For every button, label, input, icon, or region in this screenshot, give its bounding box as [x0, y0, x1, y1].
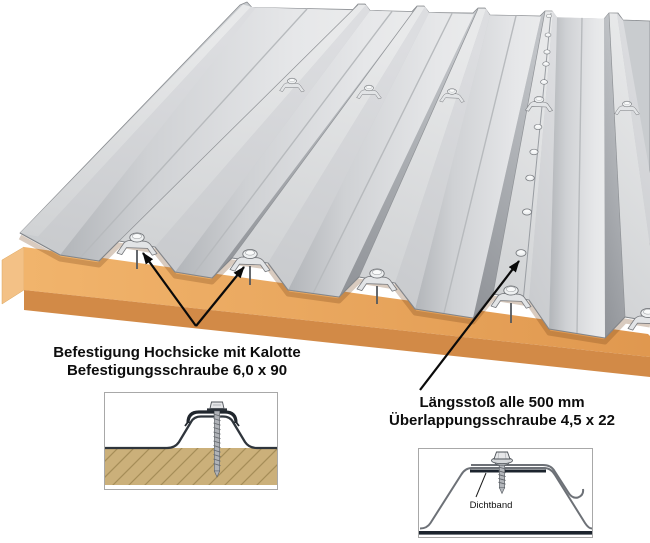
detail2-overlap-sheet	[471, 464, 585, 499]
fastener-pins	[136, 250, 512, 323]
label-seam-line1: Längsstoß alle 500 mm	[419, 394, 585, 411]
roof-sheet	[19, 1, 650, 339]
valley	[288, 12, 474, 297]
rib	[604, 13, 650, 339]
detail-box-overlap: Dichtband	[418, 448, 593, 538]
arrow-seam	[419, 260, 520, 391]
detail2-base-sheet	[419, 531, 592, 535]
arrow-kalotte-right	[195, 266, 245, 327]
label-kalotte-line1: Befestigung Hochsicke mit Kalotte	[53, 344, 301, 361]
valley	[175, 10, 413, 278]
dichtband-tape	[470, 469, 546, 473]
wood-front-face	[24, 290, 650, 377]
rib-overlap-seam	[473, 11, 557, 330]
rib	[20, 4, 256, 255]
arrow-kalotte-left	[142, 252, 197, 327]
label-kalotte: Befestigung Hochsicke mit Kalotte Befest…	[27, 344, 327, 380]
valley	[60, 7, 354, 262]
rib	[339, 8, 490, 310]
overlap-edge-line	[522, 12, 552, 303]
label-seam-line2: Überlappungsschraube 4,5 x 22	[389, 412, 615, 429]
detail1-sheet-profile	[105, 415, 277, 450]
valley-stiffener-lines	[79, 8, 583, 334]
detail-box-kalotte	[104, 392, 278, 490]
rib	[99, 4, 370, 272]
valley	[415, 15, 541, 318]
rib	[212, 6, 429, 290]
valley	[549, 17, 606, 338]
wood-end-face	[1, 246, 25, 305]
detail2-lower-sheet	[419, 467, 593, 530]
dichtband-leader-line	[475, 472, 487, 498]
label-kalotte-line2: Befestigungsschraube 6,0 x 90	[66, 362, 288, 379]
annotation-arrows	[142, 252, 520, 391]
detail1-calotte-cap	[186, 410, 238, 424]
detail2-screw-head	[493, 451, 511, 460]
dichtband-label: Dichtband	[470, 500, 513, 511]
detail1-wood-hatch	[105, 448, 277, 485]
wood-substrate	[1, 246, 650, 377]
wood-top-face	[24, 247, 650, 357]
detail1-screw	[207, 401, 227, 478]
detail2-screw	[491, 451, 513, 495]
label-seam: Längsstoß alle 500 mm Überlappungsschrau…	[372, 394, 632, 430]
